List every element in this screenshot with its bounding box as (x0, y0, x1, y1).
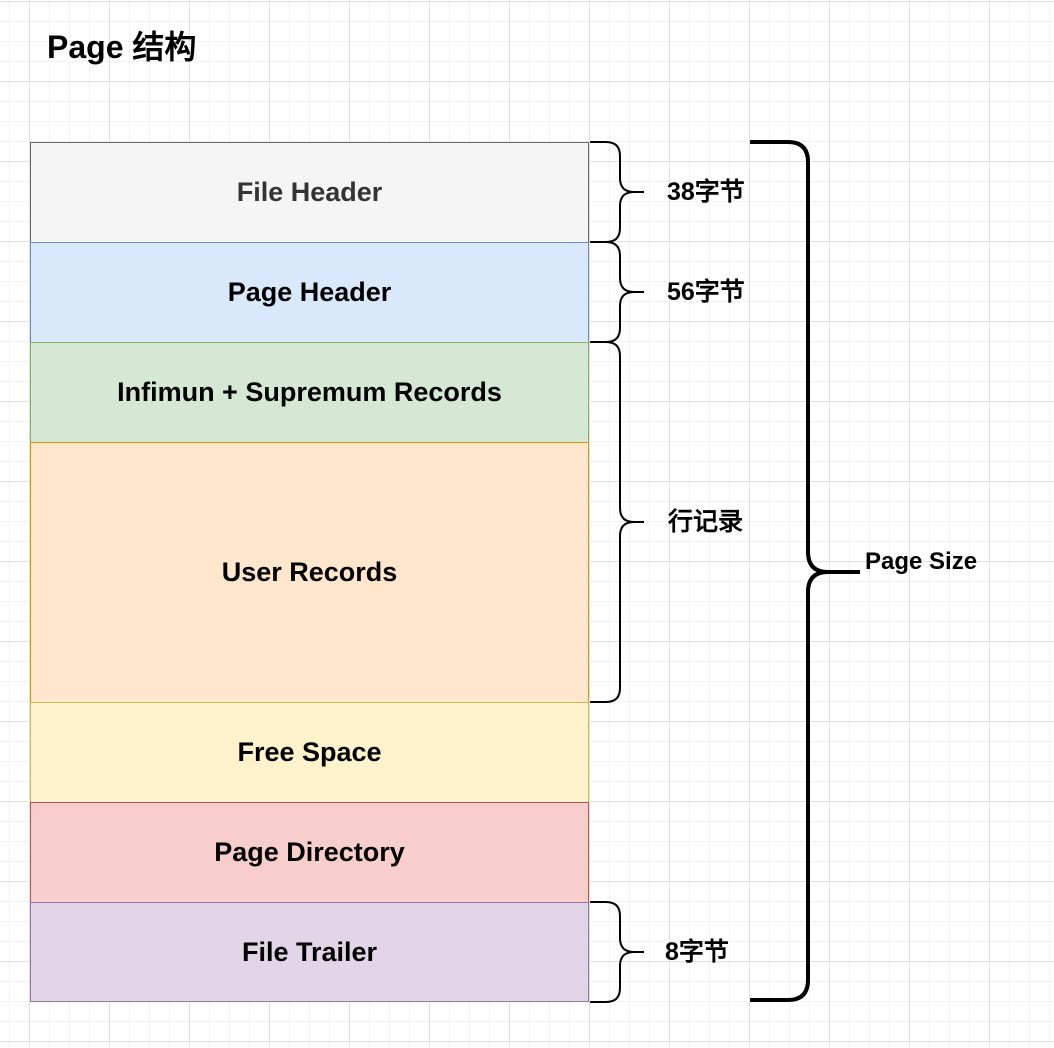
page-header-brace (590, 241, 644, 343)
page-header-block[interactable]: Page Header (30, 242, 589, 343)
free-space-label: Free Space (237, 737, 382, 767)
file-header-size-label: 38字节 (667, 178, 745, 206)
infimum-supremum-label: Infimun + Supremum Records (117, 377, 502, 407)
page-size-brace (750, 140, 860, 1002)
user-records-label: User Records (221, 557, 398, 587)
row-records-label: 行记录 (668, 508, 744, 536)
page-size-label: Page Size (865, 548, 978, 575)
file-trailer-block[interactable]: File Trailer (30, 902, 589, 1002)
page-directory-block[interactable]: Page Directory (30, 802, 589, 903)
page-header-label: Page Header (227, 277, 392, 307)
file-trailer-size-label: 8字节 (665, 938, 729, 966)
file-trailer-label: File Trailer (241, 936, 378, 967)
file-header-label: File Header (236, 177, 383, 207)
free-space-block[interactable]: Free Space (30, 702, 589, 803)
file-header-brace (590, 141, 644, 243)
diagram-title: Page 结构 (47, 29, 197, 65)
row-records-brace (590, 341, 644, 703)
file-trailer-brace (590, 901, 644, 1003)
file-header-block[interactable]: File Header (30, 142, 589, 243)
infimum-supremum-block[interactable]: Infimun + Supremum Records (30, 342, 589, 443)
page-directory-label: Page Directory (214, 837, 405, 867)
page-header-size-label: 56字节 (667, 278, 745, 306)
